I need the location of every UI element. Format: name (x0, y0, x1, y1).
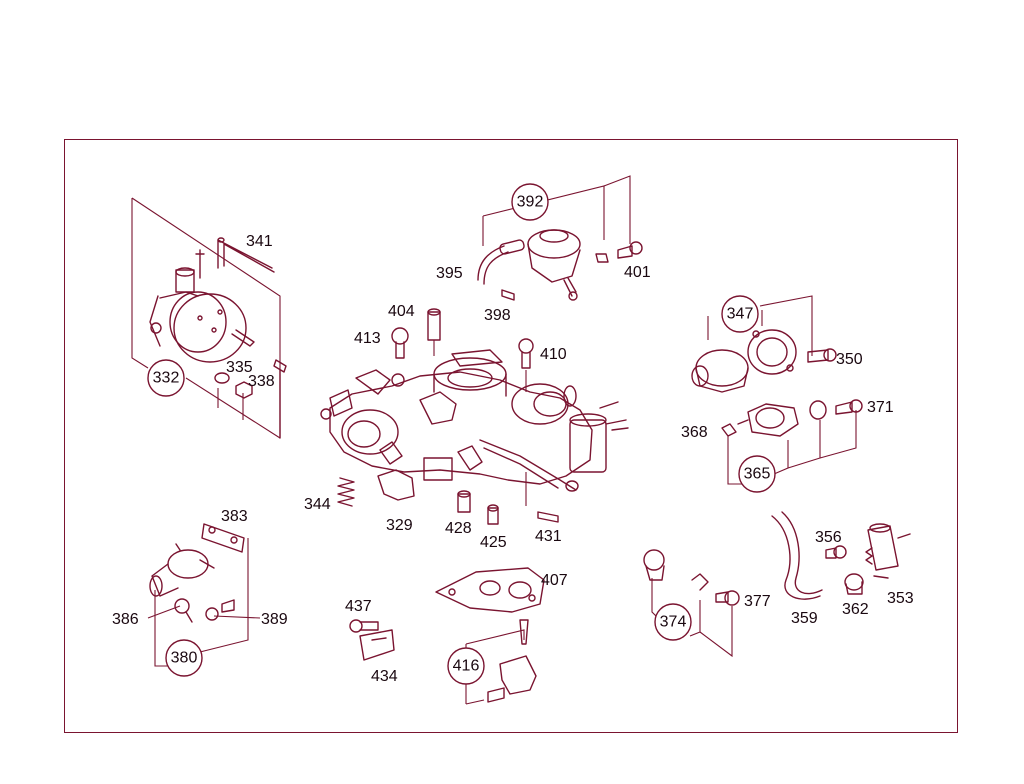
callout-386: 386 (112, 611, 139, 628)
callout-circle-332 (147, 359, 185, 397)
diagram-frame (64, 139, 958, 733)
part-group-347 (691, 295, 837, 393)
callout-425: 425 (480, 534, 507, 551)
callout-332: 332 (153, 370, 180, 387)
part-group-365 (721, 399, 863, 485)
callout-401: 401 (624, 264, 651, 281)
callout-395: 395 (436, 265, 463, 282)
callout-338: 338 (248, 373, 275, 390)
center-loose-parts (337, 308, 559, 525)
part-group-416 (435, 567, 545, 705)
callout-329: 329 (386, 517, 413, 534)
callout-347: 347 (727, 306, 754, 323)
callout-362: 362 (842, 601, 869, 618)
carburetor-body (320, 349, 629, 506)
callout-359: 359 (791, 610, 818, 627)
callout-410: 410 (540, 346, 567, 363)
callout-341: 341 (246, 233, 273, 250)
callout-392: 392 (517, 194, 544, 211)
callout-374: 374 (660, 614, 687, 631)
part-group-434 (349, 619, 395, 661)
callout-circle-374 (654, 603, 692, 641)
callout-428: 428 (445, 520, 472, 537)
callout-398: 398 (484, 307, 511, 324)
callout-circle-416 (447, 647, 485, 685)
callout-413: 413 (354, 330, 381, 347)
callout-circle-392 (511, 183, 549, 221)
part-group-380 (147, 523, 261, 667)
callout-353: 353 (887, 590, 914, 607)
callout-344: 344 (304, 496, 331, 513)
callout-434: 434 (371, 668, 398, 685)
callout-383: 383 (221, 508, 248, 525)
callout-407: 407 (541, 572, 568, 589)
callout-350: 350 (836, 351, 863, 368)
callout-431: 431 (535, 528, 562, 545)
callout-416: 416 (453, 658, 480, 675)
part-group-374 (643, 549, 740, 658)
callout-377: 377 (744, 593, 771, 610)
callout-404: 404 (388, 303, 415, 320)
part-group-332 (131, 197, 287, 439)
callout-335: 335 (226, 359, 253, 376)
callout-356: 356 (815, 529, 842, 546)
callout-368: 368 (681, 424, 708, 441)
callout-circle-380 (165, 639, 203, 677)
callout-437: 437 (345, 598, 372, 615)
part-group-353 (771, 511, 911, 600)
part-group-392 (477, 175, 643, 301)
callout-circle-347 (721, 295, 759, 333)
callout-circle-365 (738, 455, 776, 493)
callout-389: 389 (261, 611, 288, 628)
callout-365: 365 (744, 466, 771, 483)
callout-371: 371 (867, 399, 894, 416)
callout-380: 380 (171, 650, 198, 667)
